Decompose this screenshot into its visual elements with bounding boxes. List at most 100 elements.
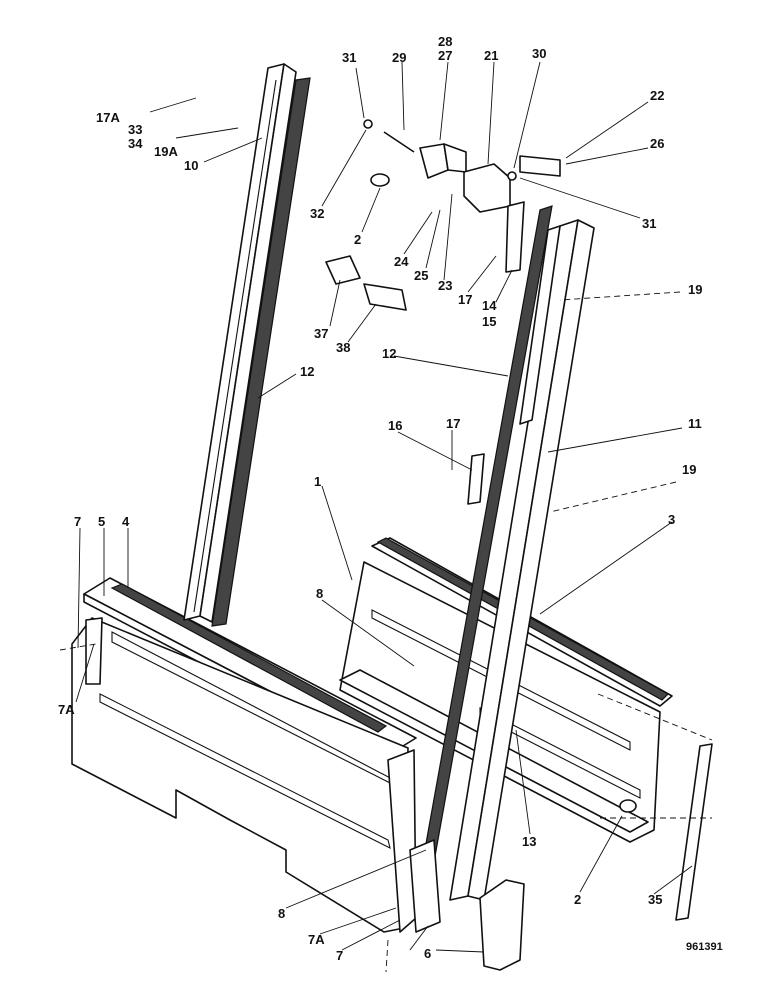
mounting-bracket-28: [443, 143, 467, 173]
panel-front-bracket: [85, 617, 103, 685]
callout-35: 35: [648, 892, 662, 907]
drawing-reference-number: 961391: [686, 941, 723, 953]
leader-12a: [257, 373, 297, 399]
callout-16: 16: [388, 418, 402, 433]
callout-6: 6: [424, 946, 431, 961]
callout-29: 29: [392, 50, 406, 65]
callout-12-left: 12: [300, 364, 314, 379]
pin-29: [383, 131, 415, 153]
leader-6a: [409, 925, 429, 951]
callout-25: 25: [414, 268, 428, 283]
callout-7-bottom: 7: [336, 948, 343, 963]
leader-37: [329, 279, 341, 327]
callout-7-top: 7: [74, 514, 81, 529]
leader-24: [403, 211, 433, 255]
callout-7a-bottom: 7A: [308, 932, 325, 947]
hinge-strip-35: [675, 743, 713, 921]
leader-17a: [149, 97, 197, 113]
washer-31: [363, 119, 373, 129]
bracket-37: [325, 255, 361, 285]
leader-19a: [175, 127, 239, 139]
washer-31-right: [507, 171, 517, 181]
leader-2b: [579, 815, 623, 893]
leader-2a: [361, 187, 381, 233]
latch-arm-16: [467, 453, 485, 505]
right-upright-assembly: [409, 205, 595, 933]
left-panel-rib-lower: [99, 693, 391, 850]
leader-3: [539, 521, 673, 615]
mounting-bracket-6: [479, 879, 525, 971]
keeper-plate-22: [519, 155, 561, 177]
leader-22: [565, 101, 649, 159]
callout-22: 22: [650, 88, 664, 103]
leader-38: [347, 303, 377, 343]
callout-38: 38: [336, 340, 350, 355]
callout-28: 28: [438, 34, 452, 49]
callout-17a: 17A: [96, 110, 120, 125]
callout-7a-left: 7A: [58, 702, 75, 717]
dash-bottom: [385, 939, 389, 973]
leader-32: [321, 129, 367, 207]
callout-4: 4: [122, 514, 130, 529]
callout-labels: 17A 33 34 19A 10 31 29 28 27 21 30 22 26…: [58, 34, 723, 963]
callout-8-top: 8: [316, 586, 323, 601]
leader-8b: [285, 849, 427, 909]
leader-7b: [341, 919, 401, 951]
bottom-bracket-6: [479, 879, 525, 971]
left-panel-seal: [110, 583, 388, 733]
side-strip-35: [675, 743, 713, 921]
leader-16: [397, 431, 473, 471]
left-channel-side: [199, 63, 297, 623]
callout-31-top: 31: [342, 50, 356, 65]
callout-32: 32: [310, 206, 324, 221]
leader-11: [547, 427, 683, 453]
callout-1: 1: [314, 474, 321, 489]
leader-25: [425, 209, 441, 269]
leader-7ab: [319, 907, 397, 935]
leader-lines: [59, 61, 713, 973]
rear-panel-rib-upper: [371, 609, 631, 751]
callout-23: 23: [438, 278, 452, 293]
callout-2-top: 2: [354, 232, 361, 247]
leader-21: [487, 61, 495, 165]
callout-19-mid: 19: [682, 462, 696, 477]
leader-8a: [321, 599, 415, 667]
callout-2-rear: 2: [574, 892, 581, 907]
callout-17-mid: 17: [446, 416, 460, 431]
callout-11: 11: [688, 416, 702, 431]
latch-block-21: [463, 163, 511, 213]
right-upright-inner-lip: [519, 225, 561, 425]
leader-26: [565, 147, 649, 165]
left-vertical-channel: [183, 63, 311, 627]
grommet-2-rear: [619, 799, 637, 813]
leader-13: [515, 729, 531, 835]
leader-35: [653, 865, 693, 895]
bracket-38: [363, 283, 407, 311]
leader-19-mid: [549, 481, 677, 513]
callout-17-top: 17: [458, 292, 472, 307]
leader-7aa: [75, 643, 95, 703]
callout-37: 37: [314, 326, 328, 341]
callout-21: 21: [484, 48, 498, 63]
callout-10: 10: [184, 158, 198, 173]
grommet-2-top: [370, 173, 390, 187]
callout-14: 14: [482, 298, 497, 313]
leader-1: [321, 485, 353, 581]
mounting-bracket-27: [419, 143, 449, 179]
callout-31-right: 31: [642, 216, 656, 231]
callout-13: 13: [522, 834, 536, 849]
right-upright-foot: [409, 839, 441, 933]
callout-3: 3: [668, 512, 675, 527]
callout-12-right: 12: [382, 346, 396, 361]
latch-arm-14: [505, 201, 525, 273]
dash-front-bracket: [59, 643, 97, 651]
leader-10: [203, 137, 263, 163]
callout-15: 15: [482, 314, 496, 329]
leader-17-top: [467, 255, 497, 293]
callout-33: 33: [128, 122, 142, 137]
leader-28: [439, 61, 449, 141]
callout-19-top: 19: [688, 282, 702, 297]
left-panel-assembly: [71, 577, 417, 933]
leader-7a: [77, 527, 81, 649]
